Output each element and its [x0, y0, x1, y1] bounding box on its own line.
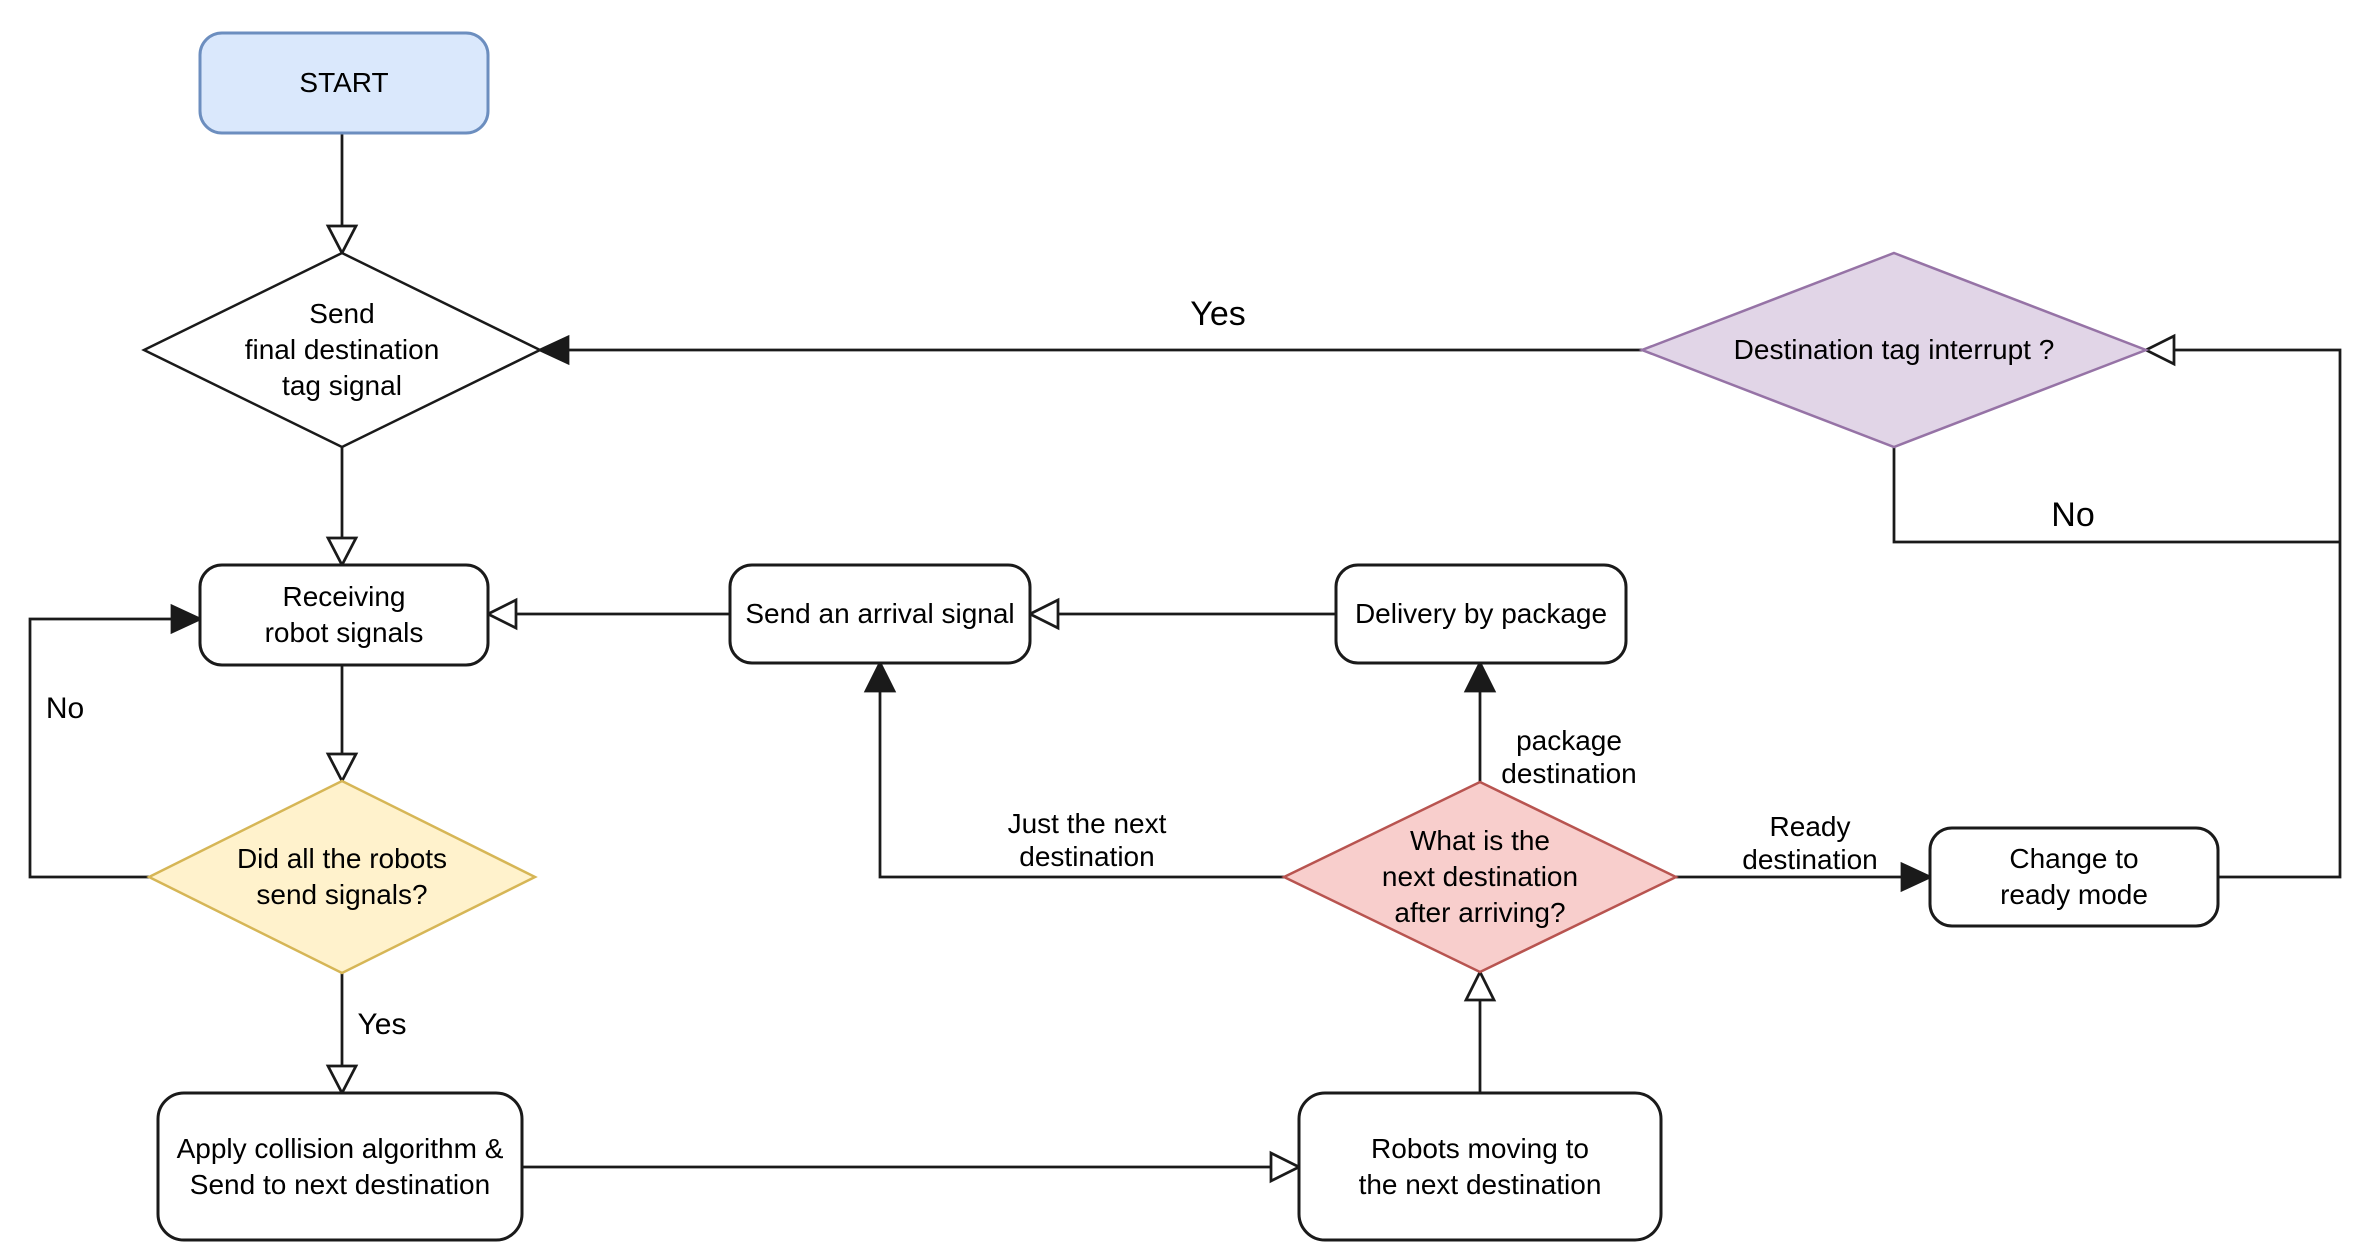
receiving-robot-signals-shape	[198, 563, 490, 667]
destination-tag-interrupt-diamond-shape	[1638, 251, 2150, 449]
did-all-robots-diamond-shape	[146, 779, 538, 975]
arrowhead-hollow-left-interrupt	[2142, 333, 2176, 367]
what-next-destination-diamond-shape	[1281, 780, 1679, 974]
arrowhead-filled-right-change-ready	[1900, 861, 1934, 893]
start-node-shape	[198, 31, 490, 135]
apply-collision-algorithm-shape	[156, 1091, 524, 1242]
edge-what-next-to-send-arrival	[878, 691, 1284, 879]
arrowhead-filled-up-send-arrival	[863, 659, 897, 693]
send-arrival-signal-shape	[728, 563, 1032, 665]
arrowhead-hollow-right-robots-moving	[1269, 1150, 1303, 1184]
arrowhead-hollow-down-did-all	[325, 752, 359, 784]
edge-change-ready-to-interrupt	[2174, 348, 2342, 879]
arrowhead-filled-up-delivery	[1463, 659, 1497, 693]
arrowhead-hollow-down-apply	[325, 1064, 359, 1096]
delivery-by-package-shape	[1334, 563, 1628, 665]
arrowhead-hollow-up-what-next	[1463, 968, 1497, 1002]
arrowhead-hollow-left-send-arrival	[1026, 597, 1060, 631]
arrowhead-hollow-down-receiving	[325, 536, 359, 568]
send-final-tag-diamond-shape	[141, 251, 543, 449]
change-to-ready-mode-shape	[1928, 826, 2220, 928]
edge-did-all-no-loop	[28, 617, 172, 879]
arrowhead-filled-left-send-final	[536, 334, 570, 366]
arrowhead-filled-right-receiving	[170, 603, 204, 635]
edge-interrupt-no-loop	[1892, 447, 2340, 544]
robots-moving-shape	[1297, 1091, 1663, 1242]
arrowhead-hollow-down-send-final	[325, 224, 359, 256]
arrowhead-hollow-left-receiving	[484, 597, 518, 631]
